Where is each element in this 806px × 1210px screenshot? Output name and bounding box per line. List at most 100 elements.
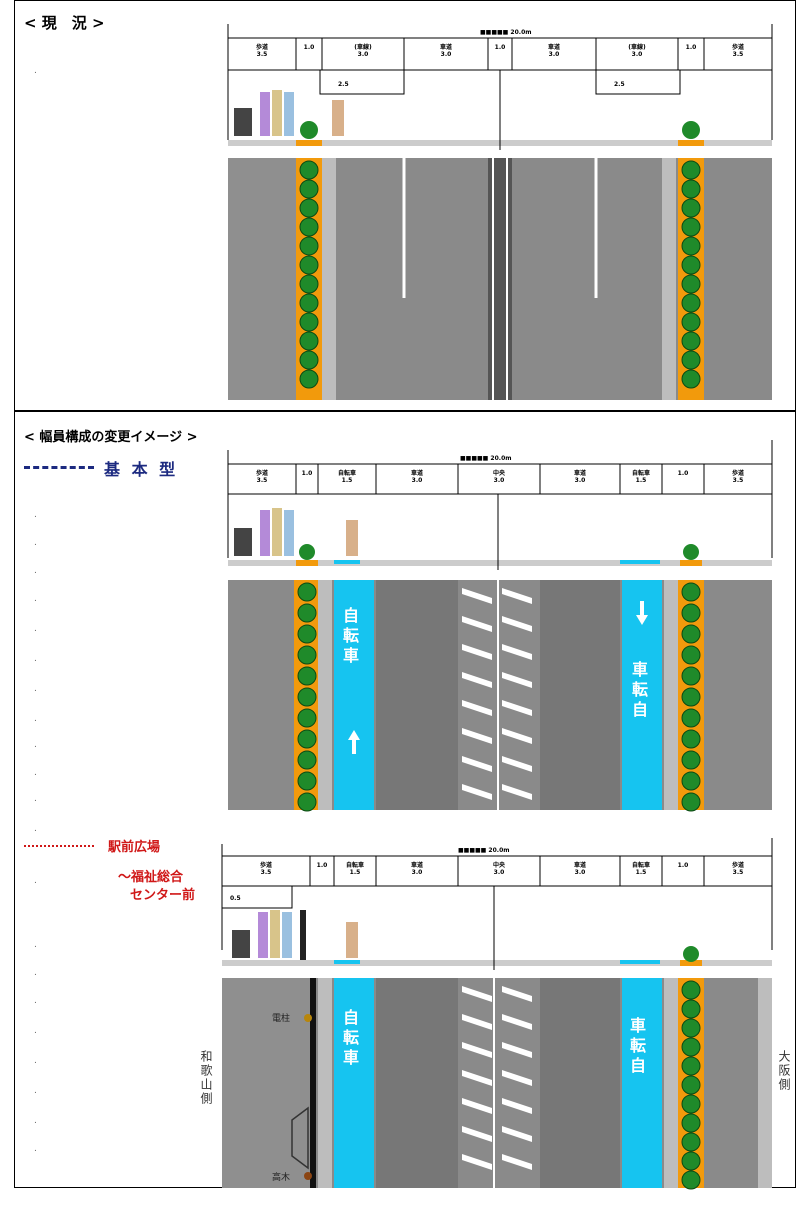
- person-icon: [270, 910, 280, 958]
- vending-machine-icon: [232, 930, 250, 958]
- segment-width: 3.0: [411, 869, 423, 876]
- cyclist-icon: [346, 922, 358, 958]
- zebra-stripe: [462, 700, 492, 716]
- segment-label: 1.0: [289, 44, 329, 51]
- paragraph-mark: .: [34, 66, 37, 76]
- zebra-stripe: [462, 784, 492, 800]
- zebra-stripe: [462, 1098, 492, 1114]
- segment-name: 中央: [492, 470, 505, 477]
- tree-icon: [681, 980, 701, 1000]
- tree-icon: [297, 750, 317, 770]
- zebra-stripe: [462, 672, 492, 688]
- tree-icon: [681, 666, 701, 686]
- zebra-stripe: [502, 756, 532, 772]
- segment-width: 1.5: [341, 477, 353, 484]
- zebra-stripe: [502, 1042, 532, 1058]
- segment-label: 1.0: [663, 862, 703, 869]
- tree-icon: [681, 1132, 701, 1152]
- tree-icon: [681, 1075, 701, 1095]
- segment-width: 1.5: [635, 477, 647, 484]
- tree-icon: [681, 771, 701, 791]
- station-legend-line3: センター前: [130, 888, 196, 903]
- bike-direction-arrow-icon: [348, 730, 360, 754]
- tree-icon: [681, 708, 701, 728]
- current-sub-left: 2.5: [338, 81, 349, 88]
- person-icon: [260, 92, 270, 136]
- station-legend-line1: 駅前広場: [108, 840, 161, 855]
- cyclist-icon: [346, 520, 358, 556]
- segment-name: 車道: [410, 862, 423, 869]
- zebra-stripe: [462, 756, 492, 772]
- segment-width: 3.0: [493, 869, 505, 876]
- tree-icon: [681, 645, 701, 665]
- zebra-stripe: [462, 616, 492, 632]
- segment-width: 3.5: [732, 477, 744, 484]
- wall-post: [300, 910, 306, 960]
- segment-name: 車道: [547, 44, 560, 51]
- segment-name: 歩道: [731, 44, 744, 51]
- zebra-stripe: [462, 588, 492, 604]
- current-sub-right: 2.5: [614, 81, 625, 88]
- person-icon: [258, 912, 268, 958]
- station-total-width: ■■■■■ 20.0m: [458, 847, 510, 854]
- tree-icon: [297, 582, 317, 602]
- tree-icon: [681, 999, 701, 1019]
- segment-width: 1.0: [303, 44, 315, 51]
- tree-icon: [297, 666, 317, 686]
- segment-label: 1.0: [671, 44, 711, 51]
- zebra-stripe: [502, 1014, 532, 1030]
- station-cross-section: ■■■■■ 20.0m 0.5: [221, 838, 773, 1190]
- shrub-icon: [683, 946, 699, 962]
- tree-icon: [681, 160, 701, 180]
- segment-label: (車線)3.0: [343, 44, 383, 58]
- tree-icon: [681, 687, 701, 707]
- paragraph-mark: .: [34, 794, 37, 804]
- basic-legend-label: 基 本 型: [104, 460, 179, 479]
- tree-icon: [681, 1113, 701, 1133]
- tree-icon: [681, 1170, 701, 1190]
- tree-icon: [681, 1056, 701, 1076]
- segment-name: (車線): [628, 44, 646, 51]
- tree-icon: [299, 236, 319, 256]
- zebra-stripe: [502, 1154, 532, 1170]
- tree-icon: [681, 1018, 701, 1038]
- tree-icon: [681, 331, 701, 351]
- paragraph-mark: .: [34, 1086, 37, 1096]
- segment-width: 1.5: [635, 869, 647, 876]
- tree-icon: [681, 1094, 701, 1114]
- shrub-icon: [300, 121, 318, 139]
- zebra-stripe: [502, 784, 532, 800]
- station-bike-lane-label: 自 転 車: [343, 1008, 360, 1067]
- zebra-stripe: [502, 672, 532, 688]
- tree-icon: [681, 255, 701, 275]
- tree-icon: [681, 1037, 701, 1057]
- tree-icon: [681, 293, 701, 313]
- segment-width: 3.0: [574, 869, 586, 876]
- tree-icon: [681, 198, 701, 218]
- tree-icon: [297, 708, 317, 728]
- zebra-stripe: [502, 986, 532, 1002]
- segment-width: 1.5: [349, 869, 361, 876]
- segment-width: 3.0: [357, 51, 369, 58]
- tree-icon: [681, 369, 701, 389]
- zebra-stripe: [502, 700, 532, 716]
- station-legend-dots: [24, 845, 94, 847]
- bike-lane-label: 自 転 車: [343, 606, 360, 665]
- station-sub-left: 0.5: [230, 895, 241, 902]
- segment-name: 車道: [573, 470, 586, 477]
- segment-width: 3.0: [493, 477, 505, 484]
- person-icon: [272, 90, 282, 136]
- tree-icon: [681, 350, 701, 370]
- tree-icon: [299, 369, 319, 389]
- segment-width: 3.0: [631, 51, 643, 58]
- paragraph-mark: .: [34, 684, 37, 694]
